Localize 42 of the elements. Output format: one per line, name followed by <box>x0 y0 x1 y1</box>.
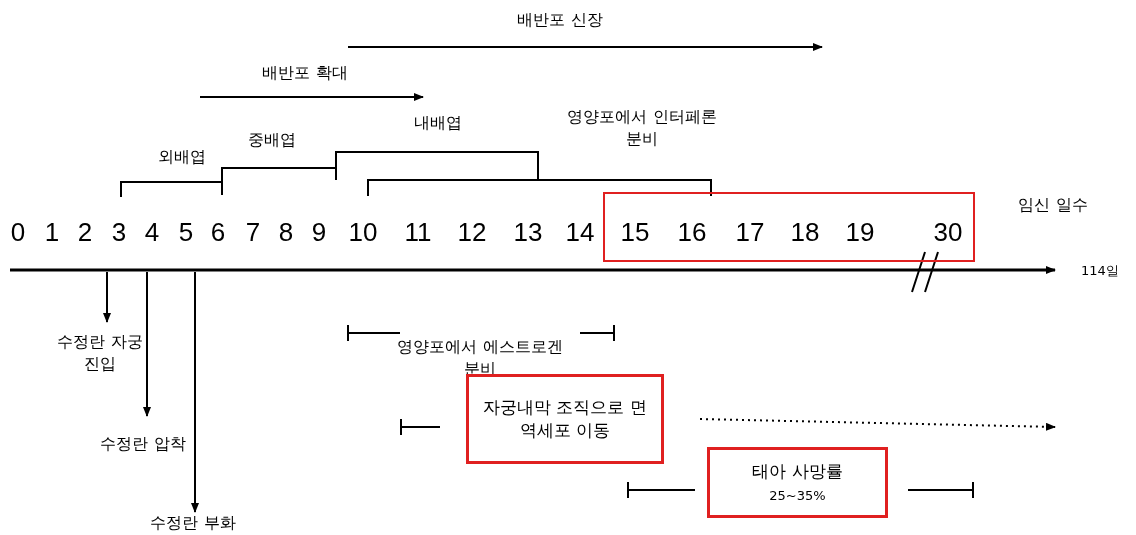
day-number: 10 <box>347 219 379 245</box>
day-number: 13 <box>512 219 544 245</box>
day-number: 3 <box>110 219 128 245</box>
arrow <box>103 271 111 323</box>
note-text: 영양포에서 인터페론 분비 <box>567 106 717 150</box>
event-label: 수정란 부화 <box>143 512 243 534</box>
event-label: 수정란 압착 <box>95 416 191 472</box>
range-label: 배반포 확대 <box>261 63 349 83</box>
note-text: 임신 일수 <box>1017 194 1089 216</box>
day-number: 19 <box>845 219 875 245</box>
day-number: 5 <box>177 219 195 245</box>
event-label: 수정란 자궁진입 <box>50 322 150 384</box>
day-number: 30 <box>933 219 963 245</box>
day-number: 4 <box>143 219 161 245</box>
day-number: 2 <box>76 219 94 245</box>
day-number: 18 <box>790 219 820 245</box>
germ-layer-label: 외배엽 <box>157 147 207 167</box>
day-number: 0 <box>9 219 27 245</box>
arrow <box>143 271 151 417</box>
end-day-label: 114일 <box>1080 263 1120 277</box>
box-text: 자궁내막 조직으로 면역세포 이동 <box>482 395 648 442</box>
day-number: 1 <box>43 219 61 245</box>
day-number: 17 <box>735 219 765 245</box>
highlight-box <box>707 447 888 518</box>
day-number: 12 <box>456 219 488 245</box>
day-number: 8 <box>277 219 295 245</box>
germ-layer-label: 내배엽 <box>413 113 463 133</box>
highlight-box <box>466 374 664 464</box>
day-number: 15 <box>620 219 650 245</box>
dotted-arrow <box>699 418 1056 431</box>
arrow <box>191 271 199 513</box>
day-number: 16 <box>677 219 707 245</box>
day-number: 11 <box>403 219 433 245</box>
range-label: 배반포 신장 <box>516 10 604 30</box>
box-subtext: 25~35% <box>769 487 826 506</box>
day-number: 9 <box>310 219 328 245</box>
day-number: 6 <box>209 219 227 245</box>
day-number: 7 <box>244 219 262 245</box>
box-text: 태아 사망률 <box>752 459 843 483</box>
highlight-box <box>603 192 975 262</box>
germ-layer-label: 중배엽 <box>247 130 297 150</box>
day-number: 14 <box>564 219 596 245</box>
